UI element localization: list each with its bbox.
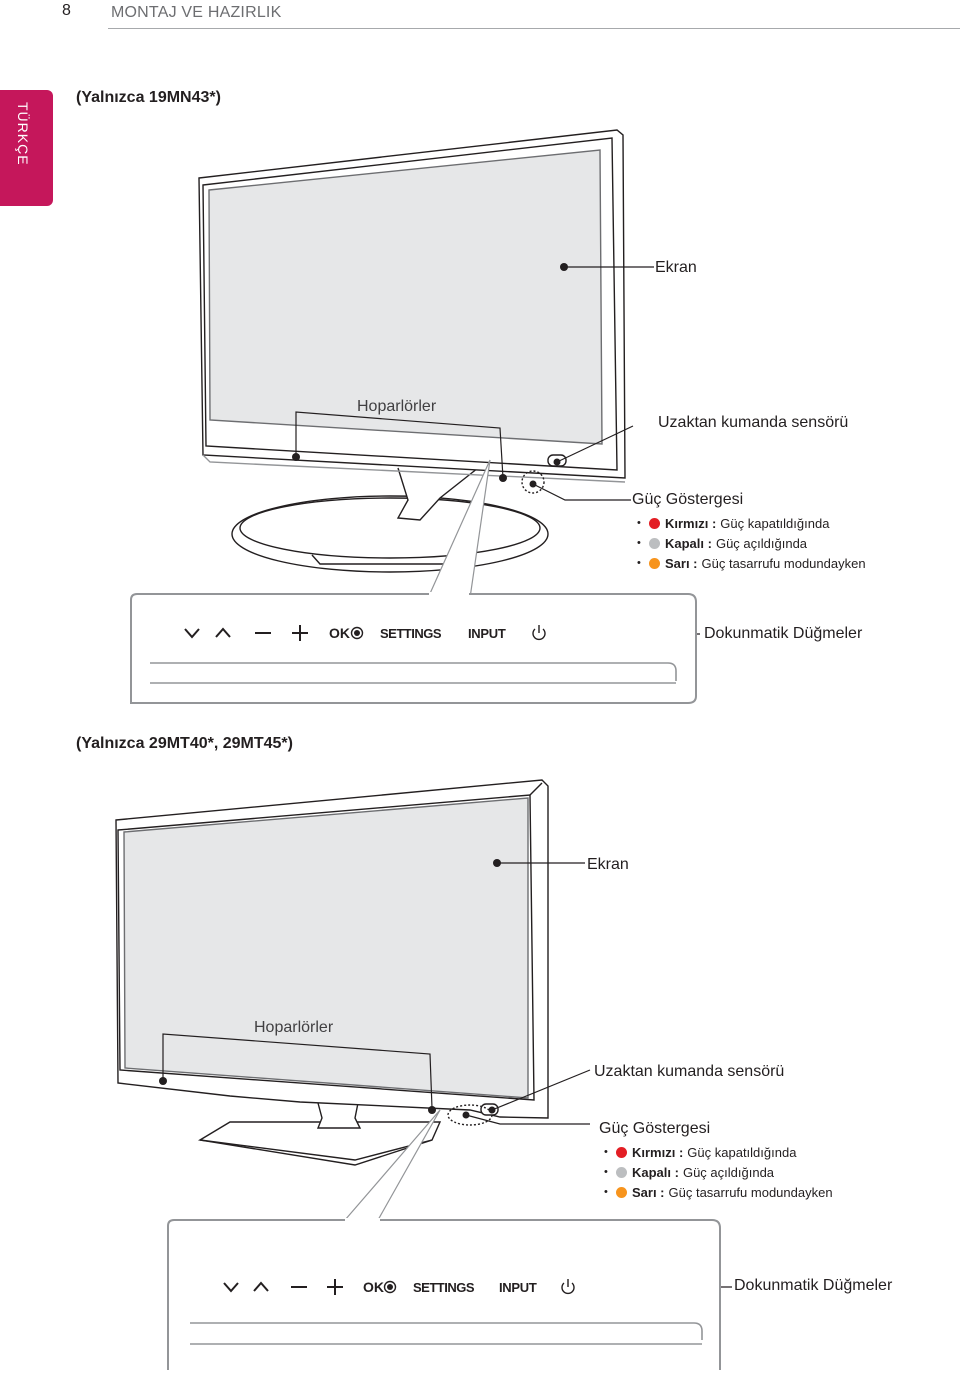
orange-dot-icon	[649, 557, 660, 569]
screen-label-2: Ekran	[587, 856, 629, 873]
power-indicator-legend-1: • Kırmızı : Güç kapatıldığında • Kapalı …	[637, 513, 866, 573]
svg-text:SETTINGS: SETTINGS	[413, 1280, 475, 1295]
model-heading-1: (Yalnızca 19MN43*)	[76, 89, 221, 106]
touch-buttons-label-2: Dokunmatik Düğmeler	[734, 1277, 893, 1294]
svg-text:INPUT: INPUT	[468, 626, 506, 641]
language-label: TÜRKÇE	[15, 102, 31, 166]
legend-item-red: • Kırmızı : Güç kapatıldığında	[604, 1144, 797, 1160]
orange-dot-icon	[616, 1186, 627, 1198]
svg-text:OK: OK	[363, 1279, 384, 1295]
remote-sensor-label-1: Uzaktan kumanda sensörü	[658, 414, 849, 431]
svg-text:INPUT: INPUT	[499, 1280, 537, 1295]
power-indicator-title-1: Güç Göstergesi	[632, 491, 744, 508]
svg-text:OK: OK	[329, 625, 350, 641]
page-header-title: MONTAJ VE HAZIRLIK	[111, 4, 282, 21]
legend-item-red: • Kırmızı : Güç kapatıldığında	[637, 515, 830, 531]
legend-item-yellow: • Sarı : Güç tasarrufu modundayken	[604, 1184, 833, 1200]
remote-sensor-label-2: Uzaktan kumanda sensörü	[594, 1063, 785, 1080]
grey-dot-icon	[649, 537, 660, 549]
language-side-tab: TÜRKÇE	[0, 90, 53, 206]
svg-text:SETTINGS: SETTINGS	[380, 626, 442, 641]
model-heading-2: (Yalnızca 29MT40*, 29MT45*)	[76, 735, 293, 752]
red-dot-icon	[649, 517, 660, 529]
speakers-label-2: Hoparlörler	[254, 1019, 334, 1036]
speakers-label-1: Hoparlörler	[357, 398, 437, 415]
page-number: 8	[62, 2, 71, 19]
header-divider	[108, 28, 960, 29]
legend-item-yellow: • Sarı : Güç tasarrufu modundayken	[637, 555, 866, 571]
power-indicator-legend-2: • Kırmızı : Güç kapatıldığında • Kapalı …	[604, 1142, 833, 1202]
touch-buttons-label-1: Dokunmatik Düğmeler	[704, 625, 863, 642]
power-indicator-title-2: Güç Göstergesi	[599, 1120, 711, 1137]
red-dot-icon	[616, 1146, 627, 1158]
grey-dot-icon	[616, 1166, 627, 1178]
screen-label-1: Ekran	[655, 259, 697, 276]
legend-item-off: • Kapalı : Güç açıldığında	[604, 1164, 775, 1180]
legend-item-off: • Kapalı : Güç açıldığında	[637, 535, 808, 551]
